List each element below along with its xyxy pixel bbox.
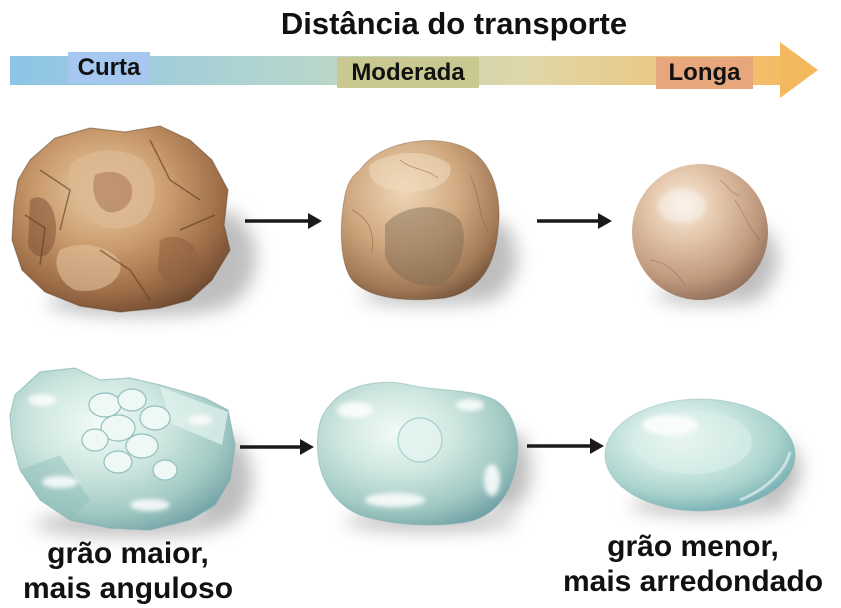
crack bbox=[24, 214, 46, 266]
cluster-bump bbox=[88, 392, 122, 418]
caption-start-line2: mais anguloso bbox=[22, 572, 234, 605]
arrow-tip bbox=[308, 213, 322, 229]
highlight bbox=[337, 402, 373, 418]
grain-highlights bbox=[28, 394, 212, 511]
cluster-bump bbox=[152, 459, 178, 481]
caption-end-line2: mais arredondado bbox=[562, 565, 824, 598]
highlight bbox=[188, 415, 212, 425]
highlight bbox=[456, 399, 484, 411]
highlight bbox=[28, 394, 56, 406]
crack bbox=[179, 214, 216, 231]
grain-facet bbox=[369, 152, 451, 192]
grain-facet bbox=[93, 171, 133, 213]
cluster-bump bbox=[139, 405, 171, 431]
cluster-bump bbox=[100, 414, 136, 442]
vein bbox=[351, 209, 374, 253]
right-arrow-icon bbox=[245, 213, 322, 229]
right-arrow-icon bbox=[240, 439, 314, 455]
clear-grain-angular bbox=[9, 367, 236, 531]
grain-highlight bbox=[658, 189, 706, 223]
caption-end-line1: grão menor, bbox=[607, 530, 779, 563]
clear-grain-subrounded bbox=[317, 381, 519, 526]
right-arrow-icon bbox=[527, 438, 604, 454]
highlight bbox=[42, 476, 78, 488]
rock-grain-rounded bbox=[632, 164, 768, 300]
grain-highlight bbox=[642, 415, 698, 435]
grain-cracks bbox=[24, 139, 216, 301]
arrow-head bbox=[780, 42, 818, 98]
vein bbox=[399, 159, 439, 179]
grain-body bbox=[632, 164, 768, 300]
cluster-bump bbox=[103, 450, 133, 474]
grain-veins bbox=[649, 179, 761, 286]
grain-facet bbox=[158, 236, 201, 286]
cluster-bump bbox=[81, 428, 109, 452]
vein bbox=[734, 199, 761, 241]
grain-bubble bbox=[397, 417, 443, 463]
caption-start: grão maior, mais anguloso bbox=[12, 536, 244, 606]
scale-label-long: Longa bbox=[656, 57, 753, 89]
right-arrow-icon bbox=[537, 213, 612, 229]
scale-label-moderate: Moderada bbox=[337, 57, 479, 88]
highlight bbox=[365, 493, 425, 507]
grain-rough-cluster bbox=[81, 388, 178, 481]
caption-start-line1: grão maior, bbox=[47, 537, 209, 570]
grain-facet bbox=[28, 197, 56, 257]
scale-label-short: Curta bbox=[68, 52, 150, 83]
highlight bbox=[484, 464, 500, 496]
crack bbox=[99, 249, 151, 301]
crack bbox=[149, 139, 201, 201]
cluster-bump bbox=[125, 433, 159, 459]
crack bbox=[39, 169, 71, 231]
grain-facet bbox=[385, 207, 464, 286]
arrow-tip bbox=[590, 438, 604, 454]
grain-rim-light bbox=[739, 451, 792, 502]
grain-facet bbox=[56, 244, 121, 291]
rock-grain-angular bbox=[11, 125, 231, 313]
vein bbox=[719, 179, 741, 197]
caption-end: grão menor, mais arredondado bbox=[548, 529, 838, 599]
cluster-bump bbox=[117, 388, 147, 412]
grain-veins bbox=[351, 159, 489, 253]
arrow-tip bbox=[598, 213, 612, 229]
arrow-tip bbox=[300, 439, 314, 455]
rock-grain-subrounded bbox=[340, 140, 500, 301]
vein bbox=[469, 174, 489, 233]
highlight bbox=[130, 499, 170, 511]
page-title: Distância do transporte bbox=[280, 6, 628, 41]
vein bbox=[649, 259, 686, 286]
clear-grain-rounded bbox=[604, 398, 796, 512]
grain-highlights bbox=[337, 399, 500, 507]
